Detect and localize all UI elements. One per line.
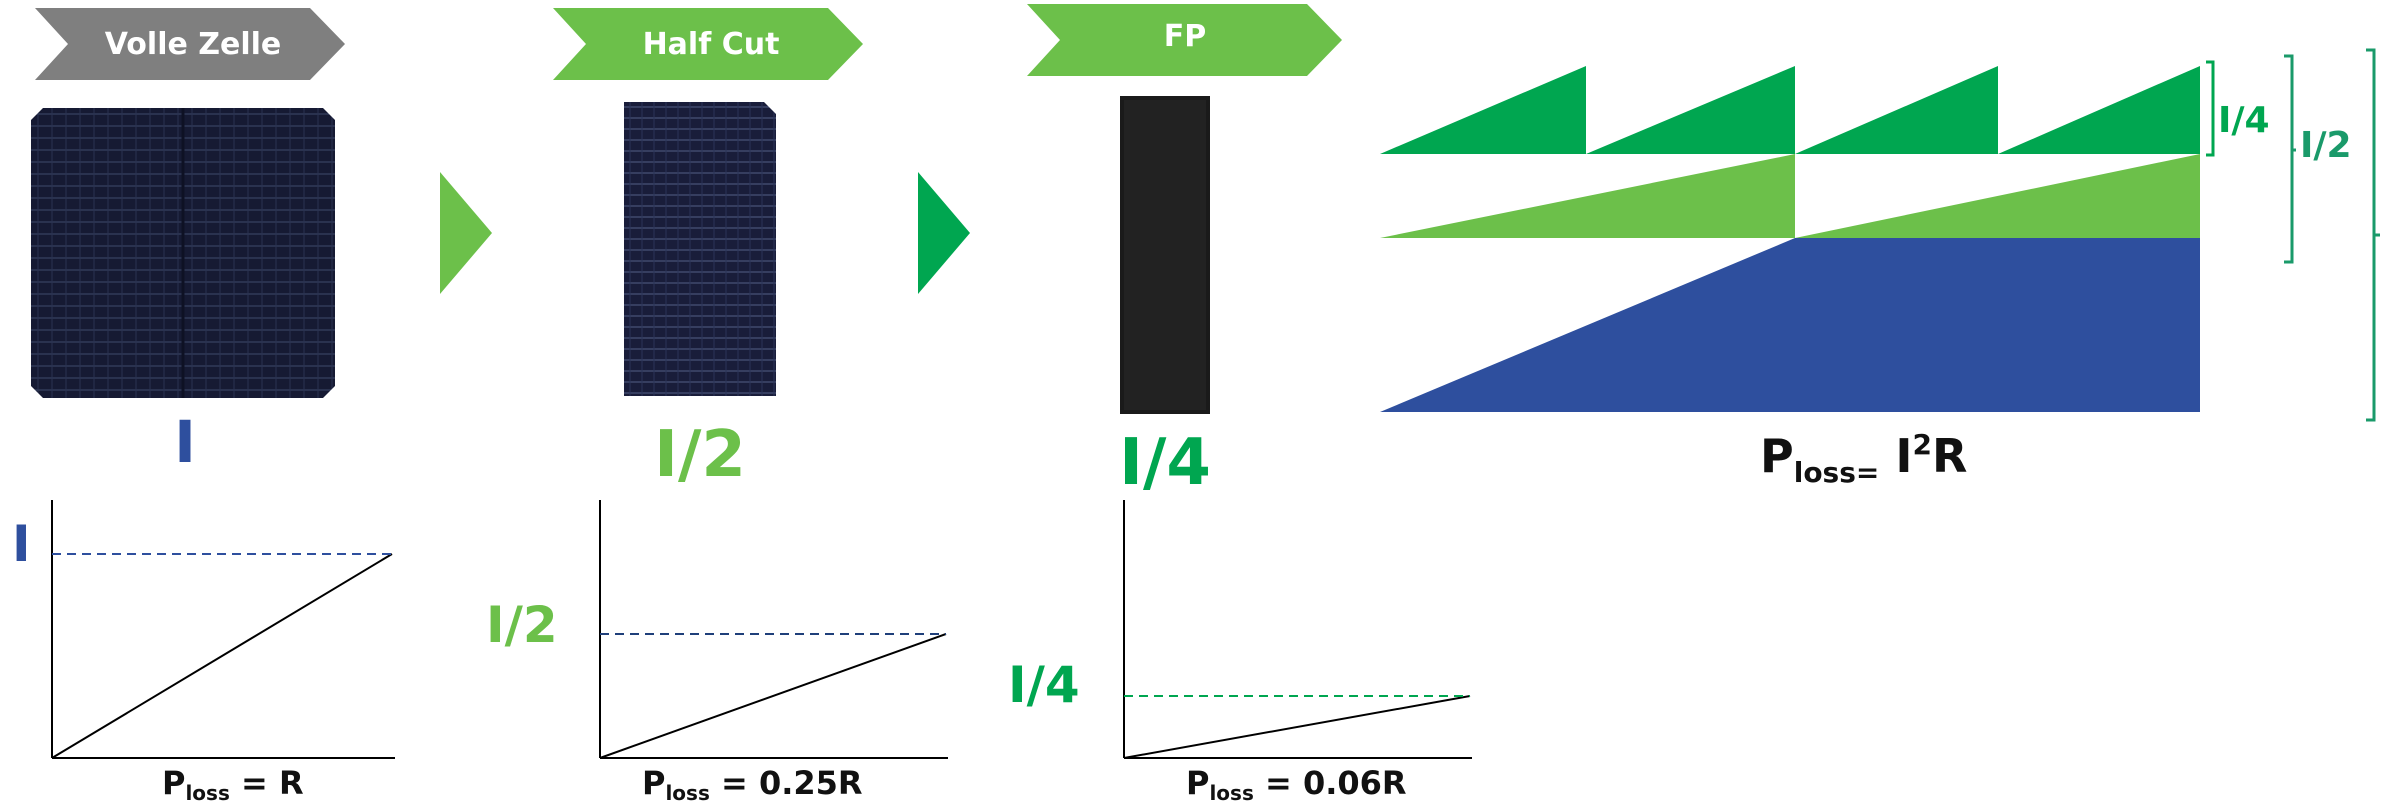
formula-sub: loss= — [1793, 456, 1880, 489]
bracket-quarter — [2206, 60, 2215, 157]
loss-area-diagram — [1380, 66, 2200, 412]
graph-ylabel: I/2 — [486, 596, 558, 654]
loss-line — [51, 553, 393, 759]
formula-p: P — [1186, 764, 1210, 802]
half-cell-loss-area — [1795, 154, 2200, 238]
arrow-right-icon — [918, 172, 970, 294]
loss-formula: Ploss= I2R — [1760, 428, 1967, 489]
formula-rest: = R — [229, 764, 304, 802]
chevron-gray-shape — [35, 8, 345, 80]
formula-p: P — [162, 764, 186, 802]
quarter-cell-loss-area — [1795, 66, 1998, 154]
half-cut-cell-image — [624, 102, 776, 396]
formula-sup: 2 — [1912, 428, 1932, 461]
bracket-half — [2284, 54, 2294, 264]
graph-formula: Ploss = R — [162, 764, 304, 805]
formula-p: P — [642, 764, 666, 802]
arrow-right-icon — [440, 172, 492, 294]
full-cell-image — [31, 108, 335, 398]
chevron-green-shape — [1027, 4, 1342, 76]
formula-rest: = 0.25R — [709, 764, 863, 802]
bracket-label-half: I/2 — [2300, 125, 2352, 166]
quarter-cell-loss-area — [1586, 66, 1795, 154]
formula-sub: loss — [185, 781, 230, 805]
formula-sub: loss — [1209, 781, 1254, 805]
chevron-green-shape — [553, 8, 863, 80]
loss-line — [1123, 695, 1471, 759]
graph-formula: Ploss = 0.25R — [642, 764, 863, 805]
full-cell-loss-area — [1380, 238, 2200, 412]
graph-axes — [51, 500, 395, 759]
bracket-full — [2366, 48, 2376, 422]
formula-p: P — [1760, 429, 1794, 483]
quarter-cell-loss-area — [1998, 66, 2200, 154]
loss-line — [599, 633, 947, 759]
header-label: FP — [1163, 18, 1207, 54]
bracket-label-quarter: I/4 — [2218, 100, 2270, 141]
formula-i: I — [1879, 429, 1913, 483]
graph-axes — [599, 500, 948, 759]
graph-axes — [1123, 500, 1472, 759]
formula-rest: = 0.06R — [1253, 764, 1407, 802]
current-label-full: I — [174, 408, 196, 476]
half-cell-loss-area — [1380, 154, 1795, 238]
graph-ylabel: I/4 — [1008, 656, 1080, 714]
current-label-fp: I/4 — [1119, 426, 1211, 500]
graph-formula: Ploss = 0.06R — [1186, 764, 1407, 805]
graph-ylabel: I — [12, 515, 31, 573]
formula-sub: loss — [665, 781, 710, 805]
formula-r: R — [1931, 429, 1968, 483]
current-label-half: I/2 — [654, 418, 746, 492]
header-label: Volle Zelle — [104, 26, 282, 62]
fp-cell-image — [1120, 96, 1210, 414]
bracket-indicators — [2206, 48, 2380, 422]
quarter-cell-loss-area — [1380, 66, 1586, 154]
header-label: Half Cut — [642, 26, 780, 62]
